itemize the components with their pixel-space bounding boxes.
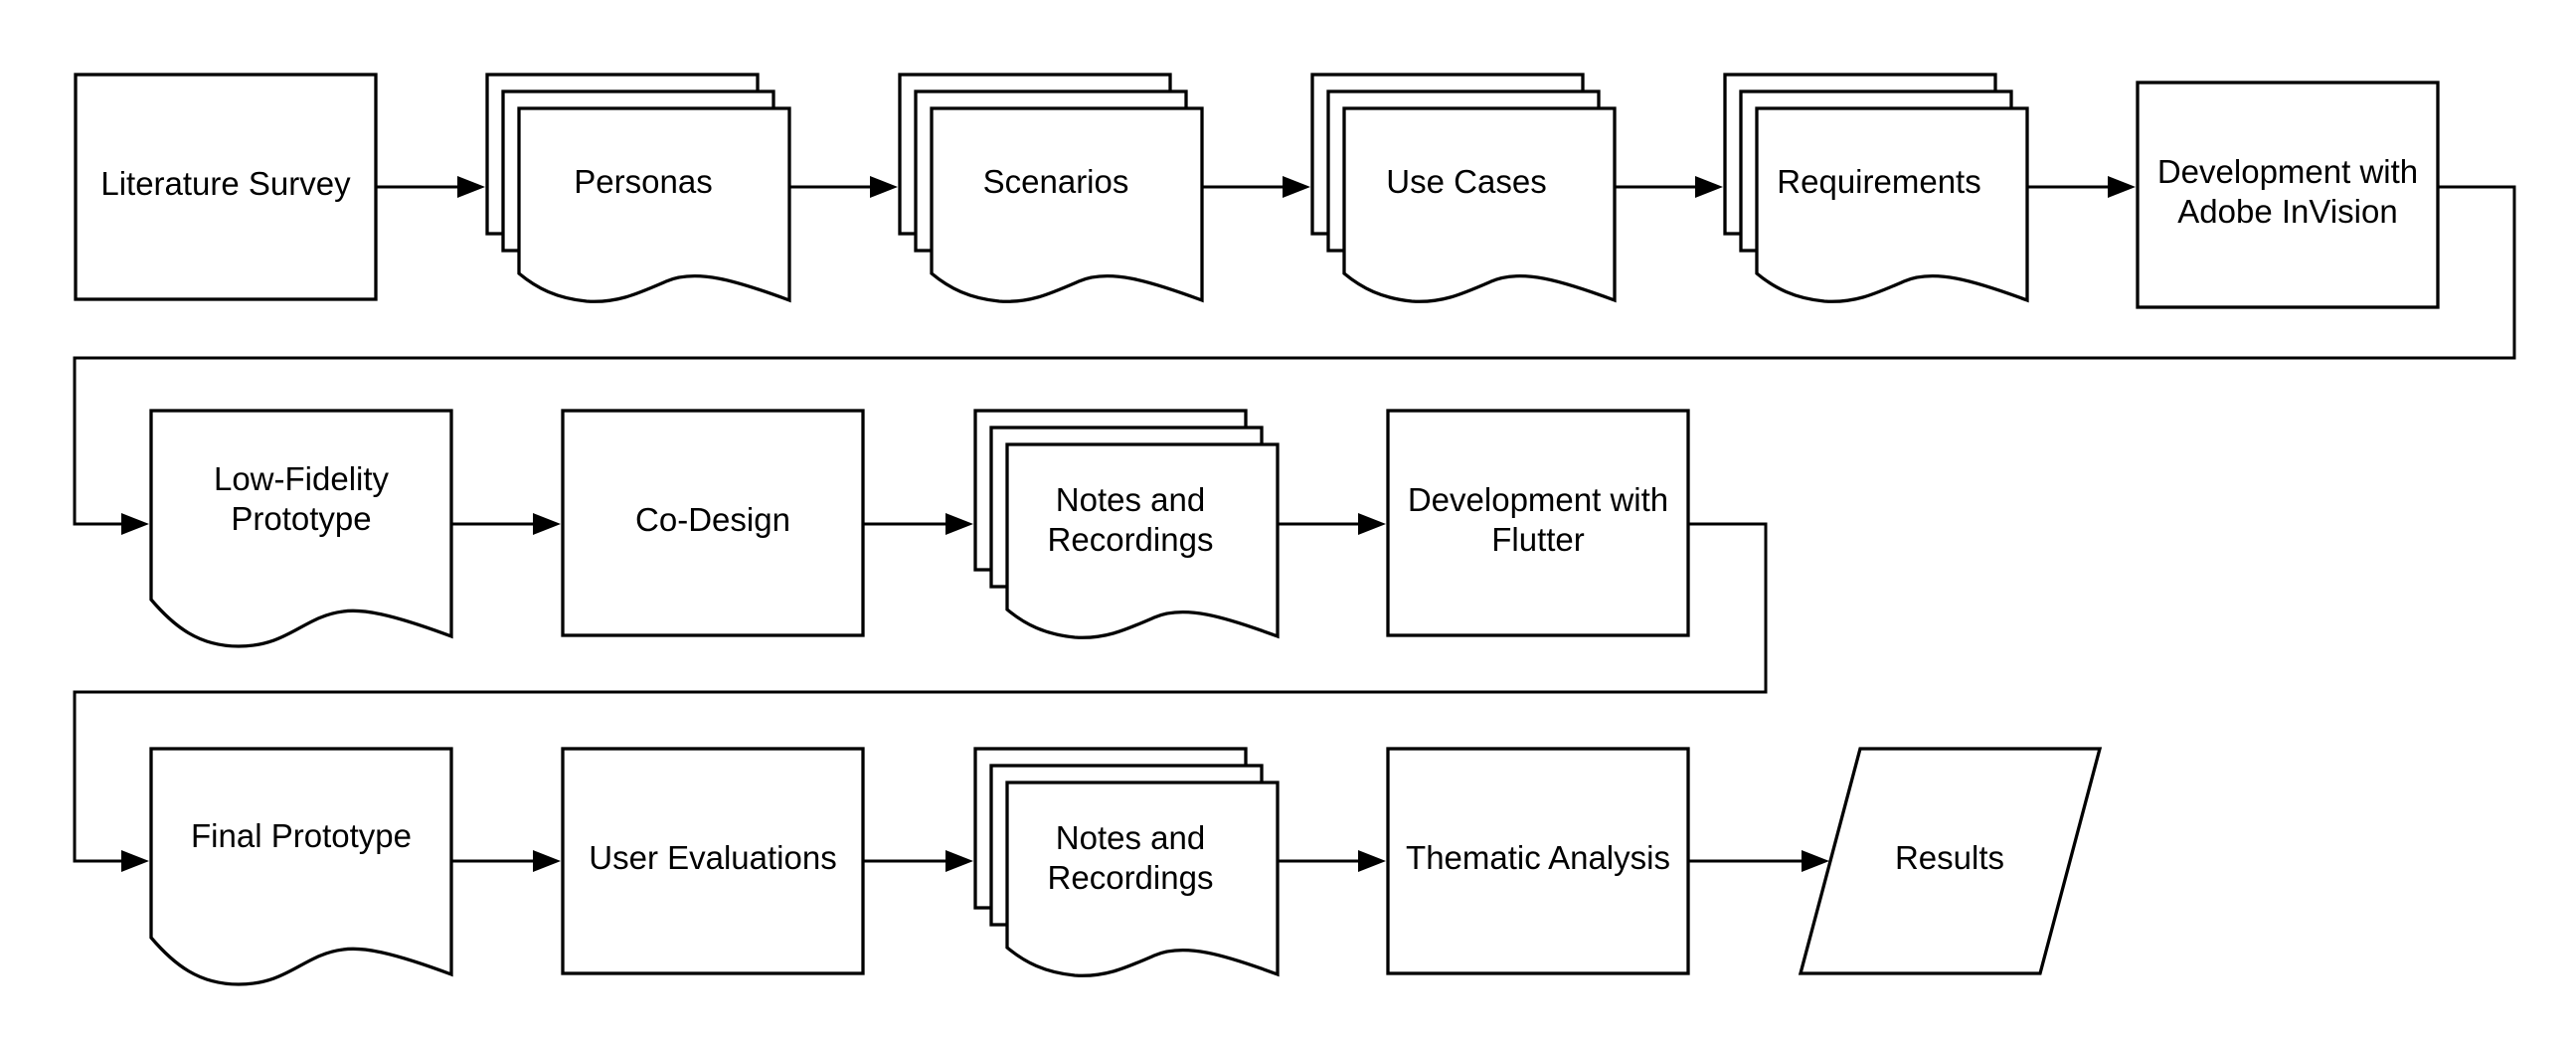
node-lowfi-prototype-label-line2: Prototype (231, 500, 371, 537)
connectors-row-2 (451, 513, 1386, 535)
node-scenarios: Scenarios (898, 73, 1204, 303)
node-requirements: Requirements (1723, 73, 2029, 303)
node-notes-2-label-line1: Notes and (1056, 819, 1205, 856)
arrowhead (2108, 176, 2136, 198)
node-lowfi-prototype-label-line1: Low-Fidelity (214, 460, 390, 497)
node-notes-1-label-line2: Recordings (1048, 521, 1214, 558)
node-notes-1-label-line1: Notes and (1056, 481, 1205, 518)
node-results: Results (1798, 747, 2103, 975)
arrowhead (121, 850, 149, 872)
node-co-design: Co-Design (561, 409, 865, 637)
edge-dev-flutter-to-final-prototype (73, 522, 1768, 863)
node-notes-2: Notes and Recordings (973, 747, 1280, 977)
node-dev-invision-label-line1: Development with (2157, 153, 2418, 190)
node-dev-invision: Development with Adobe InVision (2136, 81, 2440, 309)
node-dev-flutter-label-line2: Flutter (1491, 521, 1585, 558)
node-literature-survey: Literature Survey (74, 73, 378, 301)
arrowhead (121, 513, 149, 535)
arrowhead (533, 850, 561, 872)
node-thematic-analysis-label: Thematic Analysis (1406, 839, 1670, 876)
node-literature-survey-label: Literature Survey (100, 165, 351, 202)
arrowhead (1802, 850, 1829, 872)
arrowhead (945, 850, 973, 872)
node-use-cases: Use Cases (1310, 73, 1617, 303)
node-dev-flutter: Development with Flutter (1386, 409, 1690, 637)
connectors-row-1 (376, 176, 2136, 198)
arrowhead (1358, 850, 1386, 872)
node-lowfi-prototype: Low-Fidelity Prototype (149, 409, 453, 648)
node-final-prototype-label: Final Prototype (191, 817, 412, 854)
node-user-evaluations: User Evaluations (561, 747, 865, 975)
node-co-design-label: Co-Design (635, 501, 790, 538)
node-scenarios-label: Scenarios (983, 163, 1129, 200)
connectors-row-3 (451, 850, 1829, 872)
edge-dev-invision-to-lowfi (73, 185, 2516, 526)
node-notes-1: Notes and Recordings (973, 409, 1280, 639)
node-personas: Personas (485, 73, 791, 303)
arrowhead (1695, 176, 1723, 198)
arrowhead (1358, 513, 1386, 535)
arrowhead (870, 176, 898, 198)
arrowhead (1283, 176, 1310, 198)
node-dev-invision-label-line2: Adobe InVision (2177, 193, 2397, 230)
node-notes-2-label-line2: Recordings (1048, 859, 1214, 896)
arrowhead (945, 513, 973, 535)
node-dev-flutter-label-line1: Development with (1408, 481, 1668, 518)
node-final-prototype: Final Prototype (149, 747, 453, 986)
node-use-cases-label: Use Cases (1386, 163, 1546, 200)
node-personas-label: Personas (574, 163, 712, 200)
arrowhead (533, 513, 561, 535)
node-results-label: Results (1895, 839, 2004, 876)
arrowhead (457, 176, 485, 198)
node-requirements-label: Requirements (1777, 163, 1980, 200)
node-user-evaluations-label: User Evaluations (589, 839, 836, 876)
node-thematic-analysis: Thematic Analysis (1386, 747, 1690, 975)
